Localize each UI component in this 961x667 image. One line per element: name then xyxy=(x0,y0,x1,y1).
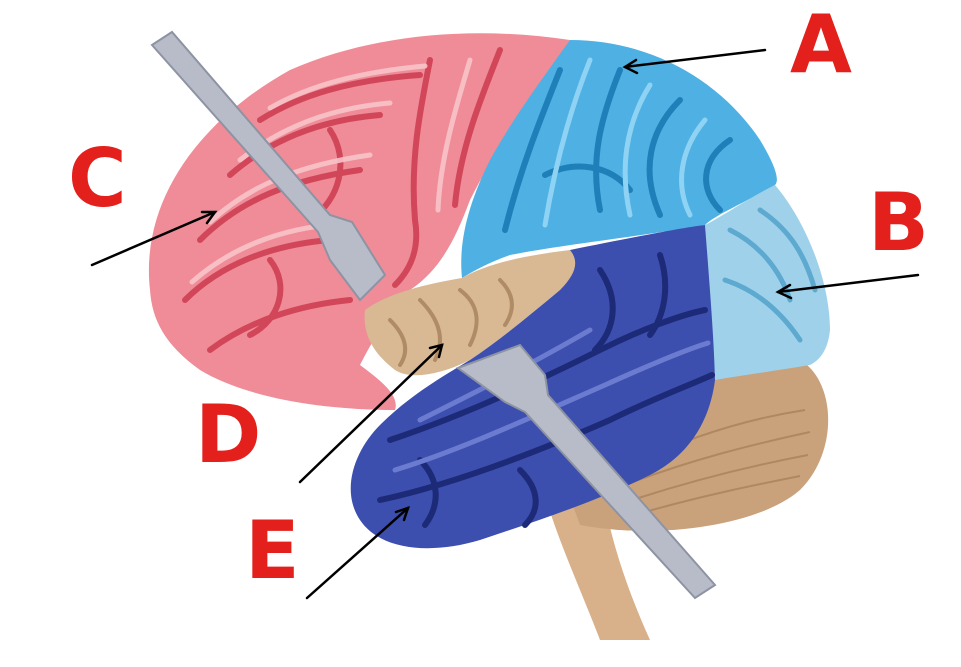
label-c: C xyxy=(68,132,127,225)
retractor-lower xyxy=(455,343,717,600)
label-d: D xyxy=(195,388,261,481)
parietal-lobe xyxy=(461,40,777,278)
label-b: B xyxy=(868,176,929,269)
labels: A B C D E xyxy=(68,0,929,597)
label-e: E xyxy=(245,504,300,597)
label-a: A xyxy=(790,0,852,91)
arrow-b-icon xyxy=(775,273,920,300)
arrow-c-icon xyxy=(90,210,218,267)
insula-gyri xyxy=(388,278,514,367)
arrow-a-icon xyxy=(622,48,767,75)
temporal-gyri xyxy=(377,252,715,528)
insula xyxy=(364,250,580,376)
arrow-e-icon xyxy=(305,506,410,600)
retractor-upper xyxy=(150,30,387,302)
arrows xyxy=(90,48,920,600)
brainstem xyxy=(548,505,650,640)
frontal-gyri xyxy=(182,47,503,353)
parietal-gyri xyxy=(502,57,733,233)
arrow-d-icon xyxy=(298,343,444,484)
